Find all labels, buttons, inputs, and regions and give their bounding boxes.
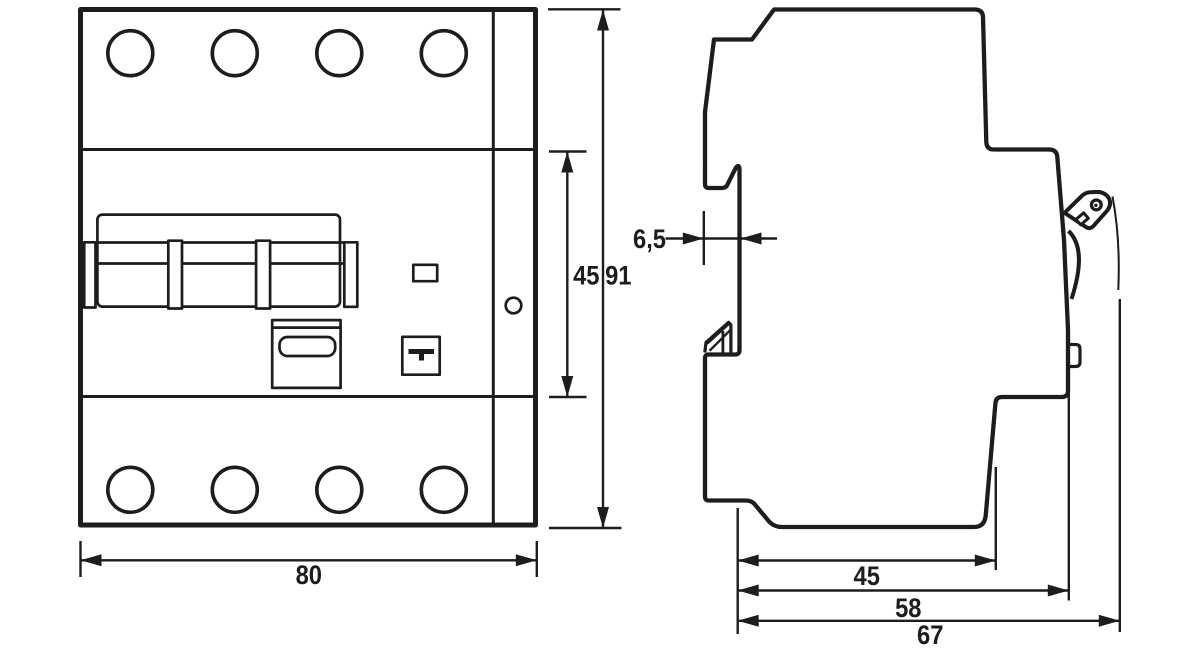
- svg-text:6,5: 6,5: [633, 225, 666, 255]
- svg-text:80: 80: [296, 561, 322, 591]
- svg-text:67: 67: [917, 621, 943, 651]
- svg-text:45: 45: [573, 261, 599, 291]
- svg-text:91: 91: [605, 261, 631, 291]
- svg-text:58: 58: [895, 594, 921, 624]
- svg-text:45: 45: [853, 562, 879, 592]
